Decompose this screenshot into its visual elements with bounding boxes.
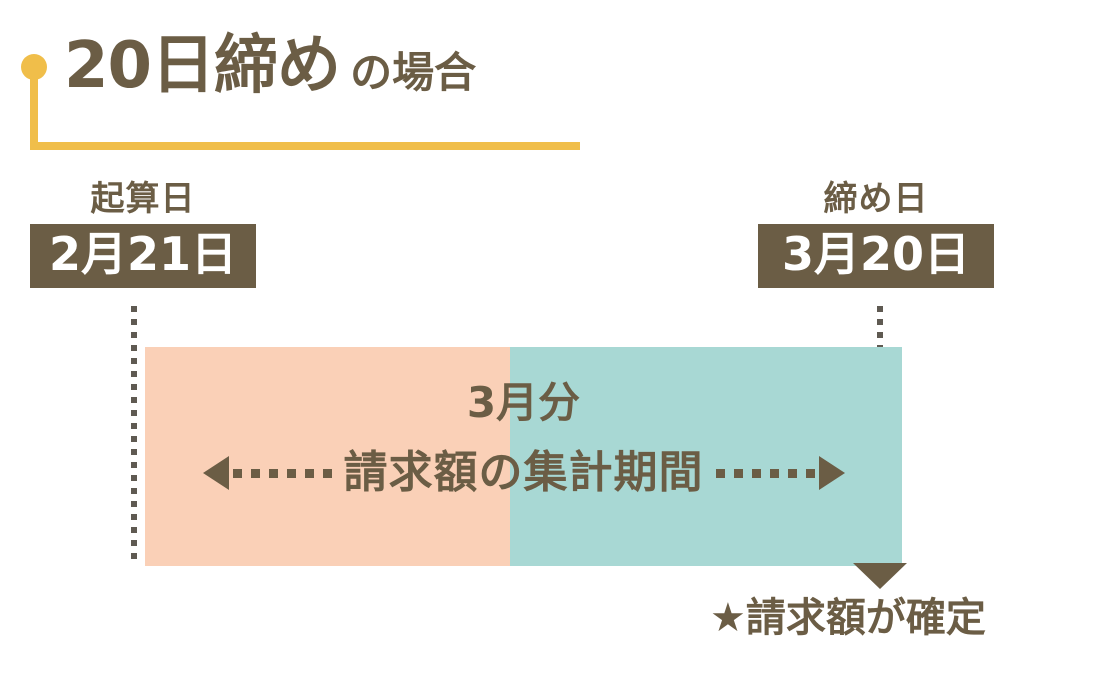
- end-date-caption: 締め日: [823, 179, 929, 219]
- end-date-marker: 締め日 3月20日: [758, 179, 994, 289]
- title-accent-vertical-line: [30, 66, 38, 150]
- arrow-down-icon: [853, 563, 907, 589]
- page-title: 20日締め の場合: [64, 34, 476, 130]
- start-date-marker: 起算日 2月21日: [30, 179, 256, 289]
- billing-period-bar: [145, 347, 902, 566]
- page-title-suffix: の場合: [350, 48, 477, 97]
- period-segment-previous-month: [145, 347, 510, 566]
- page-title-main: 20日締め: [64, 29, 341, 103]
- finalize-note: ★請求額が確定: [710, 595, 986, 641]
- start-date-chip: 2月21日: [30, 224, 256, 289]
- title-accent-horizontal-line: [30, 142, 580, 150]
- start-date-guide-line: [131, 306, 137, 566]
- period-segment-current-month: [510, 347, 902, 566]
- end-date-chip: 3月20日: [758, 224, 994, 289]
- start-date-caption: 起算日: [90, 179, 196, 219]
